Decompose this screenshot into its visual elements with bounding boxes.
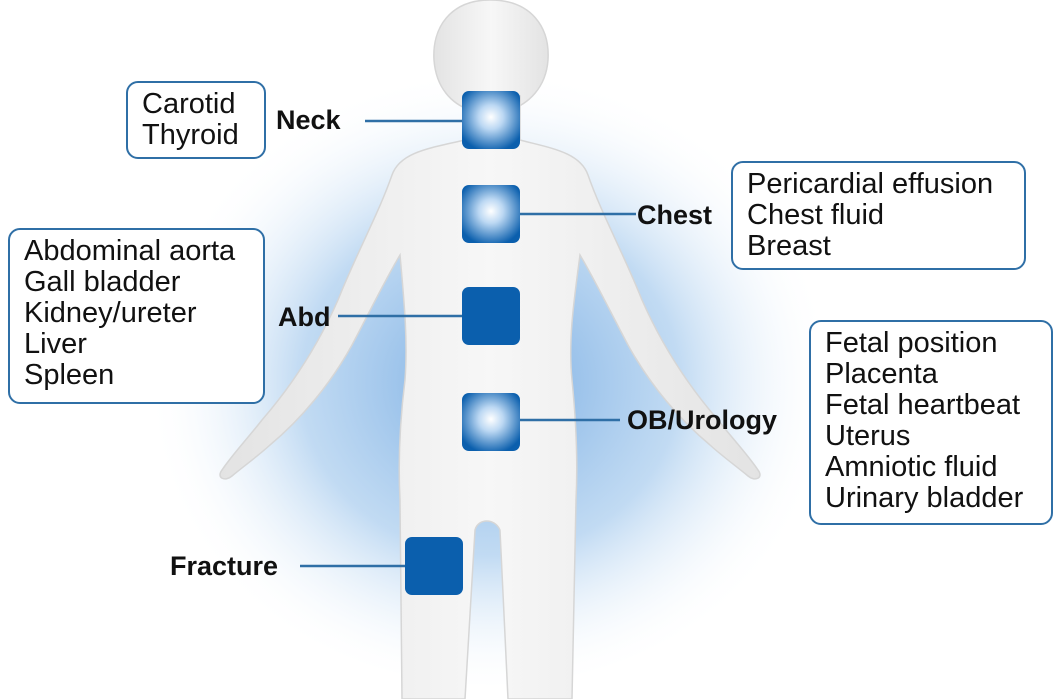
list-item: Abdominal aorta — [24, 235, 236, 267]
list-item: Pericardial effusion — [747, 168, 994, 200]
list-item: Liver — [24, 328, 87, 360]
list-item: Amniotic fluid — [825, 451, 998, 483]
list-item: Kidney/ureter — [24, 297, 197, 329]
list-item: Fetal position — [825, 327, 998, 359]
list-item: Thyroid — [142, 119, 239, 151]
leader-lines — [300, 119, 636, 568]
pad-ob — [462, 393, 520, 451]
label-chest: Chest — [637, 200, 713, 230]
list-item: Uterus — [825, 420, 911, 452]
pad-fracture — [405, 537, 463, 595]
list-item: Carotid — [142, 88, 236, 120]
callout-chest: Pericardial effusion Chest fluid Breast — [731, 161, 1026, 270]
label-ob-urology: OB/Urology — [627, 405, 778, 435]
pad-chest — [462, 185, 520, 243]
label-abd: Abd — [278, 302, 331, 332]
list-item: Urinary bladder — [825, 482, 1024, 514]
pad-abd — [462, 287, 520, 345]
list-item: Fetal heartbeat — [825, 389, 1021, 421]
callout-neck: Carotid Thyroid — [126, 81, 266, 159]
callout-ob-urology: Fetal position Placenta Fetal heartbeat … — [809, 320, 1053, 525]
pad-neck — [462, 91, 520, 149]
list-item: Chest fluid — [747, 199, 885, 231]
list-item: Gall bladder — [24, 266, 181, 298]
list-item: Breast — [747, 230, 831, 262]
label-neck: Neck — [276, 105, 341, 135]
list-item: Placenta — [825, 358, 938, 390]
callout-abd: Abdominal aorta Gall bladder Kidney/uret… — [8, 228, 265, 404]
list-item: Spleen — [24, 359, 115, 391]
label-fracture: Fracture — [170, 551, 279, 581]
